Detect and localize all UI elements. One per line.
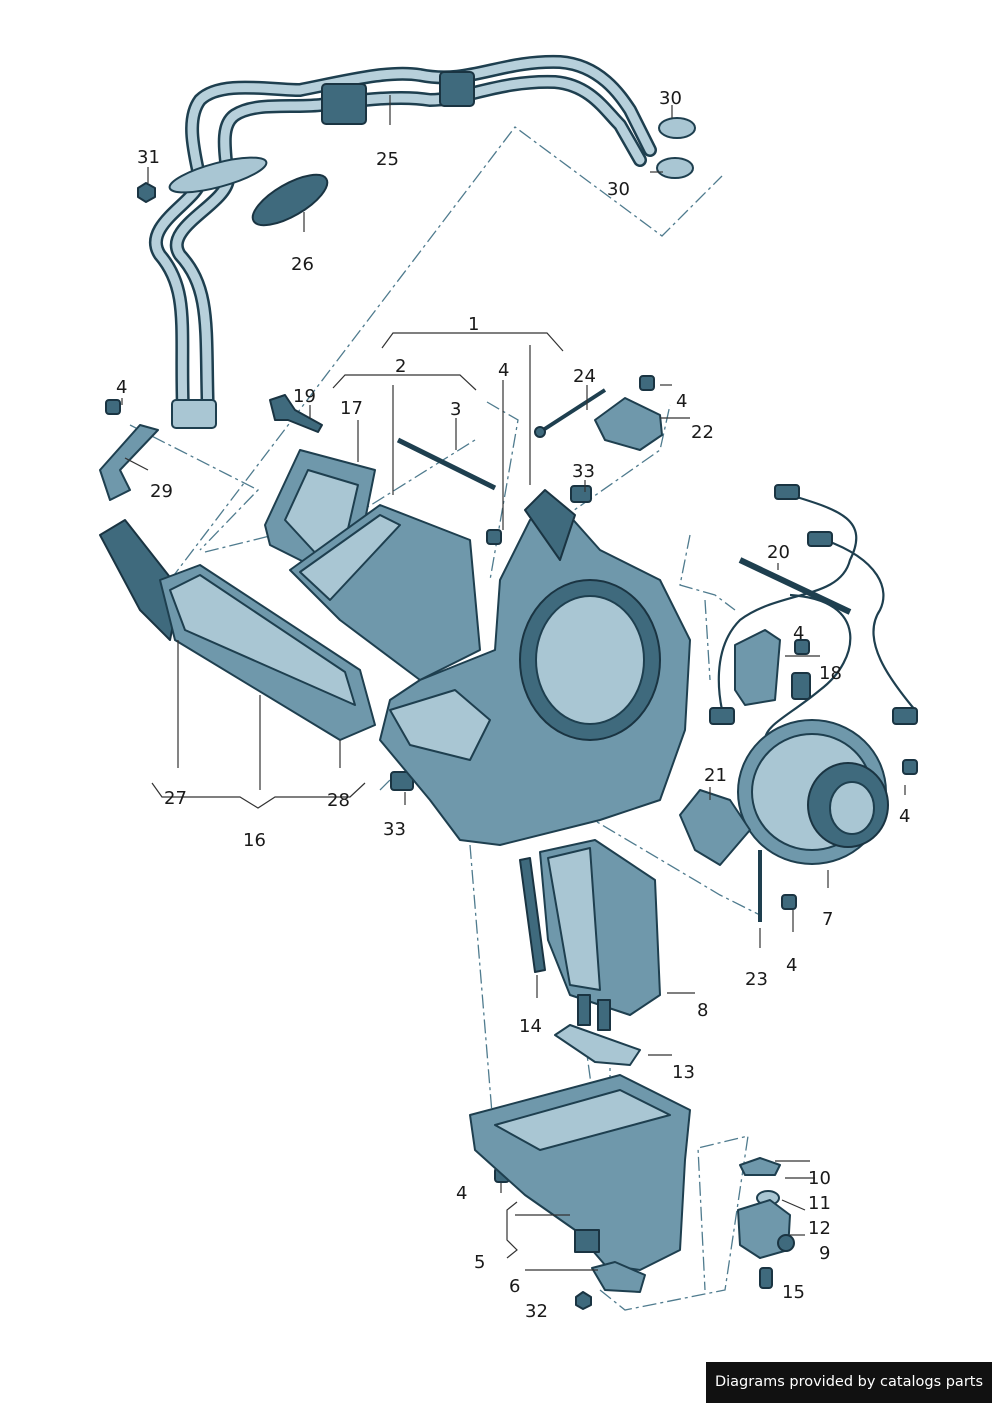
bracket-6 [591, 1261, 646, 1293]
blower-motor [737, 719, 889, 865]
actuator-motor-22 [594, 397, 663, 451]
nut-32 [575, 1291, 592, 1310]
label-25: 25 [376, 149, 399, 170]
label-4-e: 4 [899, 806, 910, 827]
label-2: 2 [395, 356, 406, 377]
actuator-21 [679, 789, 751, 866]
label-18: 18 [819, 663, 842, 684]
label-30-a: 30 [659, 88, 682, 109]
label-13: 13 [672, 1062, 695, 1083]
label-12: 12 [808, 1218, 831, 1239]
label-26: 26 [291, 254, 314, 275]
heater-pipes [149, 54, 657, 429]
label-24: 24 [573, 366, 596, 387]
label-21: 21 [704, 765, 727, 786]
label-23: 23 [745, 969, 768, 990]
label-19: 19 [293, 386, 316, 407]
heater-box [379, 489, 691, 846]
label-1: 1 [468, 314, 479, 335]
heater-core [539, 839, 661, 1031]
label-6: 6 [509, 1276, 520, 1297]
control-rod [396, 437, 497, 491]
attribution-footer: Diagrams provided by catalogs parts [706, 1362, 992, 1403]
leader-lines [121, 95, 906, 1271]
label-3: 3 [450, 399, 461, 420]
label-33-b: 33 [383, 819, 406, 840]
label-9: 9 [819, 1243, 830, 1264]
label-29: 29 [150, 481, 173, 502]
gasket-13 [554, 1024, 641, 1066]
label-4-f: 4 [786, 955, 797, 976]
label-31: 31 [137, 147, 160, 168]
label-4-b: 4 [498, 360, 509, 381]
label-4-c: 4 [676, 391, 687, 412]
label-30-b: 30 [607, 179, 630, 200]
label-16: 16 [243, 830, 266, 851]
evaporator-assembly [99, 519, 376, 741]
label-4-a: 4 [116, 377, 127, 398]
hose-clamps [656, 117, 696, 179]
grommet [251, 173, 329, 227]
label-10: 10 [808, 1168, 831, 1189]
label-15: 15 [782, 1282, 805, 1303]
label-27: 27 [164, 788, 187, 809]
label-22: 22 [691, 422, 714, 443]
label-8: 8 [697, 1000, 708, 1021]
label-4-g: 4 [456, 1183, 467, 1204]
seal-strip [519, 857, 546, 973]
label-7: 7 [822, 909, 833, 930]
label-11: 11 [808, 1193, 831, 1214]
temperature-sensor [269, 394, 323, 433]
air-duct-housing [289, 504, 481, 681]
label-5: 5 [474, 1252, 485, 1273]
expansion-valve-group [737, 1157, 795, 1259]
blower-resistor [734, 629, 781, 706]
callout-labels: 1 2 3 4 4 4 4 4 4 4 5 6 7 8 9 10 11 12 1… [116, 88, 910, 1322]
label-20: 20 [767, 542, 790, 563]
label-28: 28 [327, 790, 350, 811]
label-4-d: 4 [793, 623, 804, 644]
label-14: 14 [519, 1016, 542, 1037]
lower-housing [469, 1074, 691, 1271]
link-rod-24 [538, 388, 607, 434]
label-17: 17 [340, 398, 363, 419]
wiring-harness [709, 484, 918, 741]
nut-31 [137, 182, 156, 203]
label-33-a: 33 [572, 461, 595, 482]
label-32: 32 [525, 1301, 548, 1322]
bracket-29 [99, 424, 159, 501]
